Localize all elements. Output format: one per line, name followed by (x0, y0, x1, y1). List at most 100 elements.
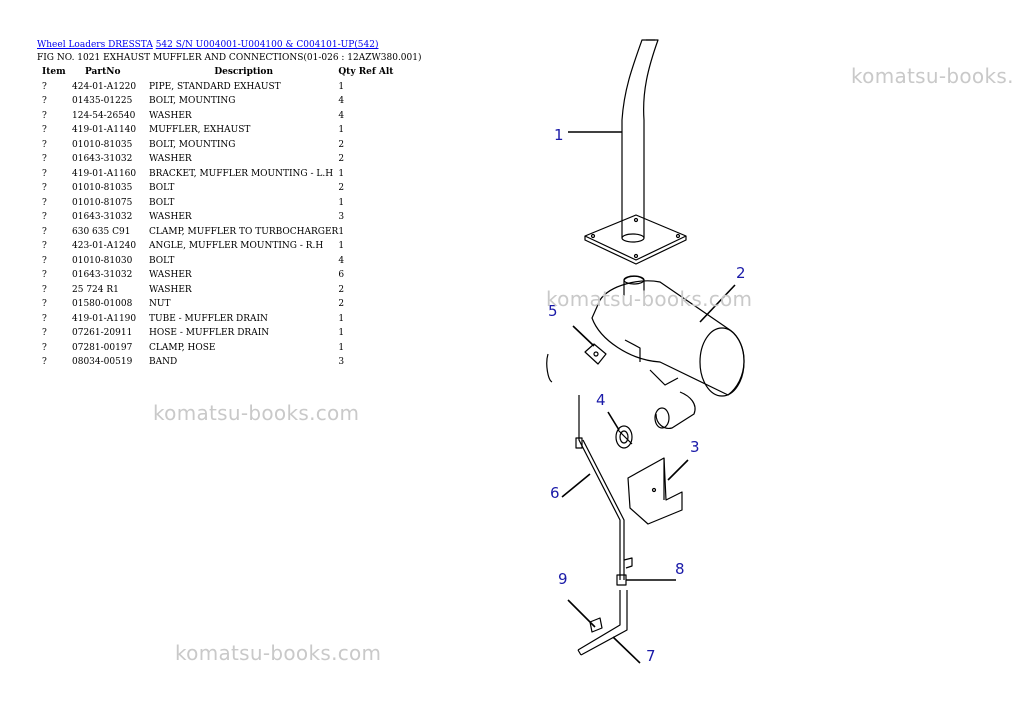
bracket-part (627, 457, 683, 525)
row-partno: 01643-31032 (72, 212, 133, 222)
table-row: ? 01010-81030 BOLT 4 (37, 254, 408, 269)
row-item: ? (42, 212, 47, 222)
row-item: ? (42, 357, 47, 367)
header-description: Description (214, 67, 273, 77)
callout-2: 2 (736, 264, 746, 282)
row-item: ? (42, 81, 47, 92)
parts-table: Item PartNo Description Qty Ref Alt ?424… (37, 65, 408, 370)
drain-tube-part (575, 395, 633, 586)
breadcrumb-serial-link[interactable]: 542 S/N U004001-U004100 & C004101-UP(542… (155, 40, 379, 50)
row-description: HOSE - MUFFLER DRAIN (149, 328, 270, 338)
row-partno: 01010-81075 (72, 197, 133, 208)
row-qty: 1 (338, 81, 345, 92)
row-qty: 1 (338, 241, 345, 251)
row-item: ? (42, 154, 47, 164)
row-partno: 419-01-A1140 (72, 125, 137, 135)
figure-title: FIG NO. 1021 EXHAUST MUFFLER AND CONNECT… (37, 53, 422, 63)
row-item: ? (42, 96, 47, 106)
row-description: WASHER (149, 110, 192, 121)
row-item: ? (42, 168, 47, 179)
clamp-part (615, 425, 633, 449)
callout-1: 1 (554, 126, 564, 144)
row-partno: 419-01-A1160 (72, 168, 137, 179)
callout-4: 4 (596, 391, 606, 409)
row-partno: 01010-81035 (72, 183, 133, 193)
row-partno: 08034-00519 (72, 357, 133, 367)
row-item: ? (42, 139, 47, 150)
header-qty: Qty Ref Alt (338, 67, 394, 77)
row-partno: 01580-01008 (72, 299, 133, 309)
row-qty: 4 (338, 96, 345, 106)
row-description: WASHER (149, 154, 192, 164)
row-qty: 1 (338, 342, 345, 353)
row-qty: 1 (338, 197, 345, 208)
row-partno: 124-54-26540 (72, 110, 136, 121)
row-qty: 4 (338, 110, 345, 121)
row-description: WASHER (149, 270, 192, 280)
table-row: ? 419-01-A1160 BRACKET, MUFFLER MOUNTING -… (37, 167, 408, 182)
row-item: ? (42, 226, 47, 237)
row-description: ANGLE, MUFFLER MOUNTING - R.H (149, 241, 324, 251)
row-partno: 630 635 C91 (72, 226, 131, 237)
watermark: komatsu-books. (851, 64, 1014, 88)
table-row: ? 124-54-26540 WASHER 4 (37, 109, 408, 124)
callout-labels: 1 2 3 4 5 6 7 8 9 (548, 126, 746, 665)
row-partno: 01010-81035 (72, 139, 133, 150)
row-item: ? (42, 110, 47, 121)
callout-8: 8 (675, 560, 685, 578)
callout-9: 9 (558, 570, 568, 588)
callout-6: 6 (550, 484, 560, 502)
table-row: ? 01643-31032 WASHER 3 (37, 210, 408, 225)
watermark: komatsu-books.com (546, 287, 753, 311)
row-qty: 2 (338, 284, 345, 295)
watermark: komatsu-books.com (175, 641, 382, 665)
row-item: ? (42, 270, 47, 280)
header-item: Item (42, 67, 66, 77)
bolt-washer-part (546, 343, 607, 383)
exhaust-pipe-part (584, 39, 687, 265)
row-qty: 3 (338, 212, 345, 222)
row-description: MUFFLER, EXHAUST (149, 125, 251, 135)
row-partno: 01010-81030 (72, 255, 133, 266)
row-qty: 1 (338, 328, 345, 338)
callout-7: 7 (646, 647, 656, 665)
row-description: BOLT (149, 255, 175, 266)
row-partno: 07281-00197 (72, 342, 133, 353)
muffler-part (591, 275, 745, 397)
table-row: ? 423-01-A1240 ANGLE, MUFFLER MOUNTING - R… (37, 239, 408, 254)
row-qty: 1 (338, 168, 345, 179)
exhaust-parts-diagram: 1 2 3 4 5 6 7 8 9 (546, 39, 746, 665)
row-item: ? (42, 197, 47, 208)
row-description: BOLT (149, 183, 175, 193)
row-description: BRACKET, MUFFLER MOUNTING - L.H (149, 168, 334, 179)
row-description: BOLT, MOUNTING (149, 139, 236, 150)
breadcrumb: Wheel Loaders DRESSTA 542 S/N U004001-U0… (37, 40, 378, 51)
row-qty: 2 (338, 139, 345, 150)
row-partno: 423-01-A1240 (72, 241, 137, 251)
breadcrumb-model-link[interactable]: Wheel Loaders DRESSTA (37, 40, 153, 50)
band-part (589, 617, 603, 633)
row-item: ? (42, 313, 47, 324)
row-qty: 2 (338, 299, 345, 309)
row-item: ? (42, 241, 47, 251)
row-description: NUT (149, 299, 171, 309)
drain-hose-part (577, 590, 628, 656)
outlet-elbow-part (654, 391, 696, 429)
row-item: ? (42, 284, 47, 295)
row-item: ? (42, 255, 47, 266)
row-qty: 4 (338, 255, 345, 266)
row-qty: 1 (338, 313, 345, 324)
row-description: WASHER (149, 212, 192, 222)
row-qty: 6 (338, 270, 345, 280)
row-description: BOLT, MOUNTING (149, 96, 236, 106)
